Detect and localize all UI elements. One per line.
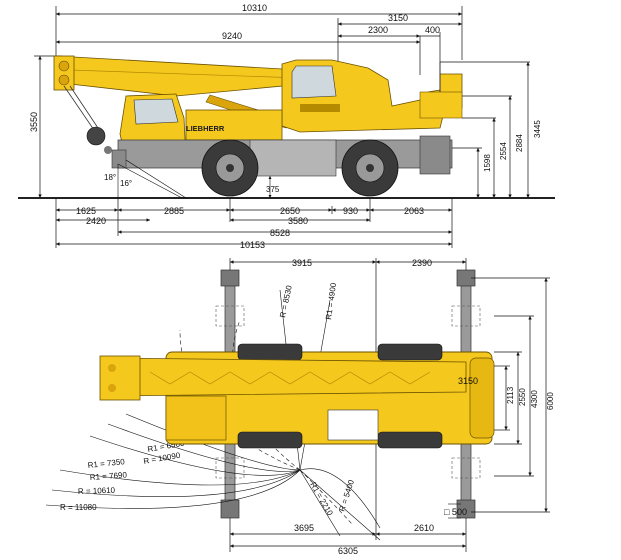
dim-9240: 9240	[222, 31, 242, 41]
driver-cab-window	[133, 98, 179, 125]
dim-3550: 3550	[29, 112, 39, 132]
dim-2885: 2885	[164, 206, 184, 216]
dim-3915: 3915	[292, 258, 312, 268]
dim-6305: 6305	[338, 546, 358, 555]
dim-375: 375	[266, 185, 280, 194]
front-wheel-icon	[201, 139, 259, 197]
top-view: 3915 2390	[45, 258, 555, 556]
dim-3695: 3695	[294, 523, 314, 533]
front-right-tire-icon	[237, 431, 303, 449]
front-outrigger-top-pad-icon	[220, 269, 240, 287]
dim-2300: 2300	[368, 25, 388, 35]
dim-2554: 2554	[499, 142, 508, 160]
dim-2884: 2884	[515, 134, 524, 152]
side-top-dimensions	[55, 6, 463, 75]
top-view-bottom-dimensions	[229, 518, 467, 552]
radius-r1-2210: R1 = 2210	[308, 481, 335, 518]
front-outrigger-pad-icon	[220, 499, 240, 519]
radius-r1-7350: R1 = 7350	[87, 457, 125, 470]
rear-left-tire-icon	[377, 343, 443, 361]
driver-cab-top	[165, 395, 227, 441]
radius-r1-7690: R1 = 7690	[90, 470, 128, 482]
dim-3445: 3445	[533, 120, 542, 138]
dim-400: 400	[425, 25, 440, 35]
dim-2650: 2650	[280, 206, 300, 216]
rear-wheel-icon	[341, 139, 399, 197]
chassis	[111, 135, 453, 177]
superstructure	[281, 59, 463, 133]
dim-10153: 10153	[240, 240, 265, 250]
radius-r1-4900: R1 = 4900	[324, 282, 338, 321]
side-right-heights	[440, 61, 530, 198]
dim-1625: 1625	[76, 206, 96, 216]
pad-size-label: □ 500	[444, 507, 467, 517]
front-left-tire-icon	[237, 343, 303, 361]
dim-3150: 3150	[388, 13, 408, 23]
radius-r-8530: R = 8530	[278, 284, 294, 318]
top-view-right-dimensions	[471, 277, 550, 513]
hook-block-icon	[86, 126, 112, 154]
crane-cab-window	[291, 65, 337, 99]
side-view: 10310 9240 3150 2300 400 3550 1598 2554 …	[18, 3, 555, 250]
dim-2390: 2390	[412, 258, 432, 268]
dim-10310: 10310	[242, 3, 267, 13]
boom-head-top	[99, 355, 141, 401]
dim-2420: 2420	[86, 216, 106, 226]
dim-2610: 2610	[414, 523, 434, 533]
rear-right-tire-icon	[377, 431, 443, 449]
angle-16: 16°	[120, 179, 132, 188]
dim-4300: 4300	[530, 390, 539, 408]
radius-r-11080: R = 11080	[60, 503, 97, 512]
dim-3580: 3580	[288, 216, 308, 226]
outrigger-retracted-outlines	[215, 305, 481, 479]
side-bottom-dimensions	[55, 198, 453, 248]
pad-size-callout	[448, 503, 461, 519]
dim-1598: 1598	[483, 154, 492, 172]
dim-930: 930	[343, 206, 358, 216]
dim-2063: 2063	[404, 206, 424, 216]
dim-2550: 2550	[518, 388, 527, 406]
dim-6000: 6000	[546, 392, 555, 410]
counterweight	[419, 62, 463, 119]
approach-angle-lines	[117, 159, 187, 199]
radius-r-5400: R = 5400	[337, 478, 356, 512]
dim-8528: 8528	[270, 228, 290, 238]
dim-3150-top: 3150	[458, 376, 478, 386]
angle-18: 18°	[104, 173, 116, 182]
turning-radius-arcs	[45, 289, 381, 541]
radius-r-10610: R = 10610	[78, 486, 116, 496]
dim-2113: 2113	[506, 386, 515, 404]
boom-top-view	[99, 355, 467, 401]
brand-label: LIEBHERR	[186, 124, 225, 133]
operator-cab-top	[327, 409, 379, 441]
